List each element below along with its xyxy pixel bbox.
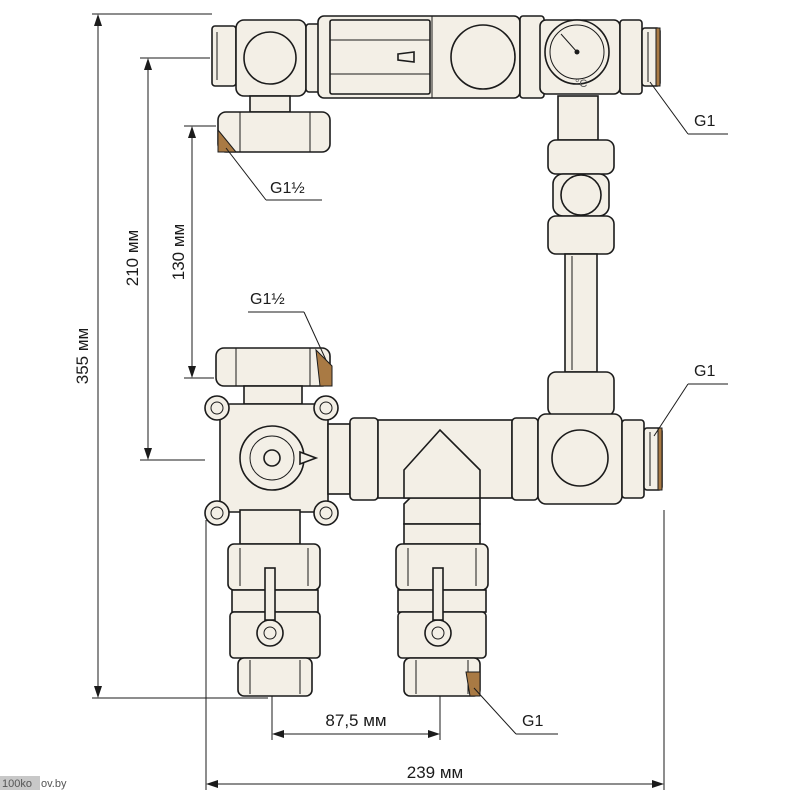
right-outlet-ball-valve bbox=[395, 523, 489, 697]
watermark-box bbox=[0, 776, 40, 790]
watermark-right: ov.by bbox=[41, 778, 67, 790]
callout-bottom-label: G1 bbox=[522, 713, 543, 730]
callout-middle-left-label: G1½ bbox=[250, 291, 285, 308]
left-outlet-ball-valve bbox=[227, 509, 321, 697]
dimension-height-total bbox=[92, 13, 268, 699]
dimension-width-branches bbox=[271, 696, 441, 740]
callout-upper-left bbox=[225, 147, 322, 201]
dimension-width-branches-label: 87,5 мм bbox=[325, 711, 386, 730]
dimension-height-upper-label: 210 мм bbox=[123, 230, 142, 286]
dimension-height-connection-label: 130 мм bbox=[169, 224, 188, 280]
callout-top-right bbox=[649, 81, 728, 135]
gauge-unit-label: °C bbox=[575, 78, 587, 90]
dimension-height-total-label: 355 мм bbox=[73, 328, 92, 384]
dimension-height-upper bbox=[140, 57, 210, 461]
vertical-riser bbox=[547, 95, 615, 417]
callout-bottom bbox=[473, 687, 558, 735]
mixing-valve-assembly bbox=[204, 347, 663, 526]
callout-middle-left bbox=[248, 311, 327, 361]
watermark-left: 100ko bbox=[2, 778, 32, 790]
dimension-width-total-label: 239 мм bbox=[407, 763, 463, 782]
callout-top-right-label: G1 bbox=[694, 113, 715, 130]
dimension-height-connection bbox=[184, 125, 216, 379]
callout-upper-left-label: G1½ bbox=[270, 180, 305, 197]
upper-pump-assembly bbox=[211, 15, 661, 153]
callout-middle-right-label: G1 bbox=[694, 363, 715, 380]
dimension-width-total bbox=[205, 510, 665, 790]
callout-middle-right bbox=[653, 383, 728, 437]
